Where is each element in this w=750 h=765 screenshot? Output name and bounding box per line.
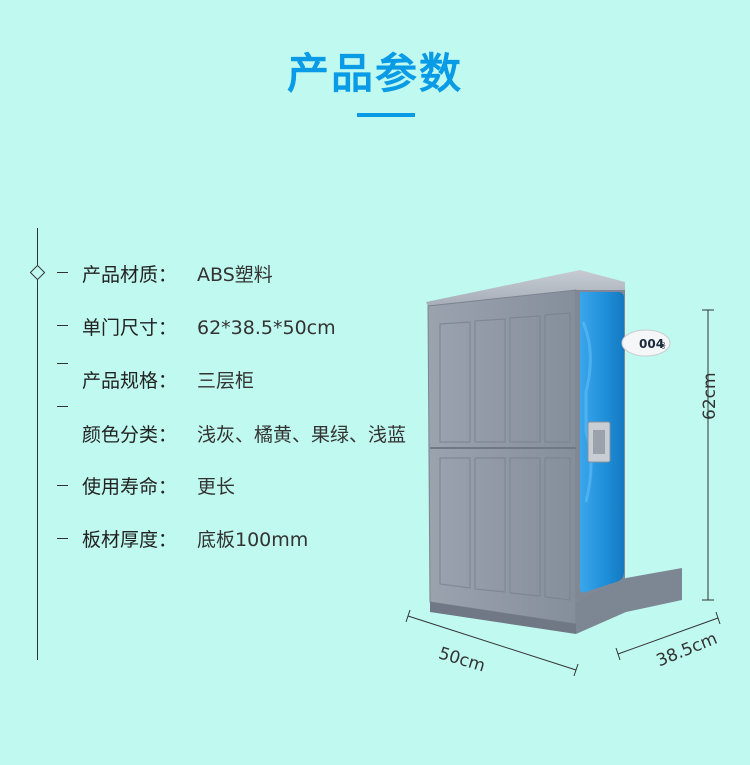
timeline-tick [57, 363, 68, 364]
page-title: 产品参数 [286, 49, 463, 98]
spec-value: 62*38.5*50cm [197, 317, 336, 339]
title-underline [357, 113, 415, 117]
spec-value: ABS塑料 [197, 264, 273, 286]
spec-row-lifespan: 使用寿命： 更长 [82, 472, 235, 500]
number-tag-text: 004 [639, 337, 664, 351]
spec-label: 产品材质： [82, 264, 178, 286]
width-dim-line [407, 615, 577, 671]
spec-row-color: 颜色分类： 浅灰、橘黄、果绿、浅蓝 [82, 420, 406, 448]
spec-label: 颜色分类： [82, 424, 178, 446]
dimension-lines [405, 309, 721, 677]
spec-label: 板材厚度： [82, 529, 178, 551]
number-tag-suffix: 号 [659, 342, 666, 350]
locker-door-handle-groove [581, 321, 593, 503]
spec-row-material: 产品材质： ABS塑料 [82, 260, 273, 288]
timeline-tick [57, 325, 68, 326]
locker-top [426, 270, 625, 310]
locker-side-panels [439, 312, 571, 601]
spec-value: 浅灰、橘黄、果绿、浅蓝 [197, 424, 407, 446]
timeline-tick [57, 406, 68, 407]
timeline-tick [57, 485, 68, 486]
spec-value: 三层柜 [197, 370, 255, 392]
spec-label: 产品规格： [82, 370, 178, 392]
locker-base [576, 568, 682, 634]
timeline-tick [57, 272, 68, 273]
diamond-icon [29, 264, 46, 281]
spec-label: 单门尺寸： [82, 317, 178, 339]
spec-row-size: 单门尺寸： 62*38.5*50cm [82, 313, 336, 341]
spec-label: 使用寿命： [82, 476, 178, 498]
spec-value: 更长 [197, 476, 236, 498]
locker-illustration: 004 号 [426, 270, 682, 634]
spec-row-spec: 产品规格： 三层柜 [82, 366, 254, 394]
timeline-tick [57, 538, 68, 539]
spec-row-thickness: 板材厚度： 底板100mm [82, 525, 308, 553]
depth-dim-line [617, 617, 719, 655]
timeline-line [37, 228, 38, 660]
number-tag [621, 329, 671, 357]
height-dimension-label: 62cm [700, 372, 720, 420]
spec-value: 底板100mm [197, 529, 309, 551]
